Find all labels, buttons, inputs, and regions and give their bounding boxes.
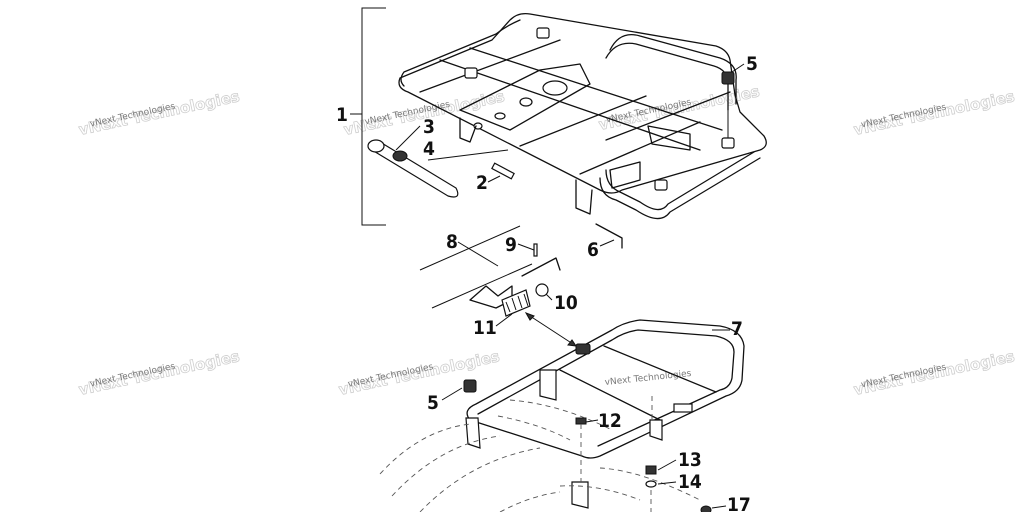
bolt-part-12 <box>575 417 587 425</box>
decal-part-3 <box>392 150 408 162</box>
tube-part-4 <box>367 139 459 198</box>
callout-12: 12 <box>598 410 622 432</box>
callout-13: 13 <box>678 449 702 471</box>
callout-4: 4 <box>423 138 435 160</box>
washer-part-14 <box>645 480 657 488</box>
callout-9: 9 <box>505 234 517 256</box>
vehicle-outline <box>379 399 701 512</box>
latch-assembly <box>419 225 578 347</box>
callout-7: 7 <box>731 318 743 340</box>
rubber-cap-part-5 <box>463 379 477 393</box>
fastener-part-17 <box>700 505 712 512</box>
lower-rack <box>463 319 745 512</box>
nut-part-13 <box>645 465 657 475</box>
callout-1: 1 <box>336 104 348 126</box>
handle-part-8 <box>521 257 561 277</box>
callout-3: 3 <box>423 116 435 138</box>
callout-11: 11 <box>473 317 497 339</box>
callout-8: 8 <box>446 231 458 253</box>
callout-5-upper: 5 <box>746 53 758 75</box>
knob-part-10 <box>535 283 549 297</box>
callout-10: 10 <box>554 292 578 314</box>
pin-part-2 <box>491 162 515 180</box>
pin-part-9 <box>533 243 538 257</box>
watermark-group: vNext Technologies vNext Technologies vN… <box>77 82 1017 400</box>
leader-lines <box>395 63 745 509</box>
watermark: vNext Technologies <box>604 369 692 388</box>
pin-part-6 <box>595 223 623 249</box>
callout-14: 14 <box>678 471 702 493</box>
callout-2: 2 <box>476 172 488 194</box>
callout-labels: 1 2 3 4 5 5 6 7 8 9 10 11 12 13 14 17 <box>336 53 758 512</box>
callout-5-lower: 5 <box>427 392 439 414</box>
callout-17: 17 <box>727 494 751 512</box>
upper-rack <box>398 12 767 220</box>
callout-6: 6 <box>587 239 599 261</box>
assembly-bracket <box>350 7 386 226</box>
rubber-cap-part-5 <box>721 71 735 85</box>
